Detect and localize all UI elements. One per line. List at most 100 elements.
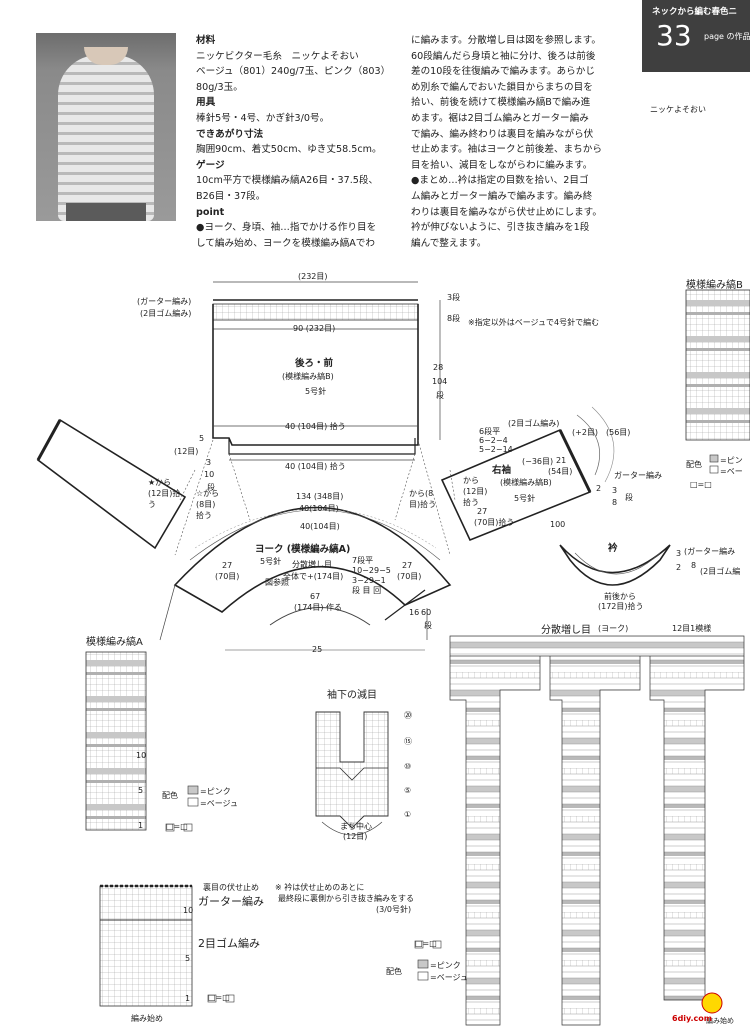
tools-line: 棒針5号・4号、かぎ針3/0号。 [196, 112, 330, 124]
body-side-3: 3 [206, 458, 212, 467]
chart-a-row-1: 1 [138, 821, 144, 830]
sleeve-count-21: 21 [556, 456, 567, 465]
collar-rows-3: 3 [676, 549, 682, 558]
sleeve-rib: (2目ゴム編み) [508, 419, 560, 428]
neckline-image [84, 47, 128, 65]
body-side-12: (12目) [174, 447, 199, 456]
chart-a-key: □=□ [166, 822, 188, 831]
yoke-side-27-right: 27 [402, 561, 413, 570]
sleeve-garter: ガーター編み [614, 471, 662, 480]
collar-outline [559, 544, 671, 586]
dist-key: □=□ [415, 939, 437, 948]
chart-b-pink: =ピン [720, 456, 743, 465]
tools-heading: 用具 [196, 97, 216, 109]
collar-pickup-2: (172目)拾う [598, 602, 644, 611]
body-rows: 104 [432, 377, 448, 386]
instruction-line: めます。裾は2目ゴム編みとガーター編み [411, 112, 589, 124]
body-width: 90 (232目) [293, 324, 336, 333]
edging-row-5: 5 [185, 954, 191, 963]
chart-b-beige: =ベー [720, 467, 743, 476]
instructions-column-2: に編みます。分散増し目は図を参照します。 60段編んだら身頃と袖に分け、後ろは前… [411, 33, 616, 251]
yoke-height-16: 16 [409, 608, 420, 617]
yarn-note: ニッケよそおい [650, 105, 706, 114]
edging-row-10: 10 [183, 906, 194, 915]
underarm-row-1: ① [404, 810, 412, 819]
instruction-line: で編み、編み終わりは裏目を編みながら伏 [411, 128, 594, 140]
sleeve-count-54: (54目) [548, 467, 573, 476]
edging-row-1: 1 [185, 994, 191, 1003]
sleeve-rows-3: 3 [612, 486, 618, 495]
materials-heading: 材料 [196, 35, 216, 46]
chart-a-beige: =ベージュ [200, 799, 238, 808]
chart-a-title: 模様編み縞A [86, 637, 143, 648]
chart-b-key: □=□ [690, 480, 712, 489]
body-garter-label: (ガーター編み) [137, 297, 192, 306]
chart-a-row-5: 5 [138, 786, 144, 795]
sleeve-count-27: 27 [477, 507, 488, 516]
edging-start: 編み始め [131, 1014, 163, 1023]
gauge-line: 10cm平方で模様編み縞A26目・37.5段、 [196, 175, 379, 187]
dist-pink: =ピンク [430, 961, 461, 970]
yoke-width-outer: 134 (348目) [296, 492, 344, 501]
yoke-width-mid: 40(104目) [299, 504, 339, 513]
body-top-count: (232目) [298, 272, 328, 281]
underarm-row-20: ⑳ [404, 711, 412, 720]
body-bottom-band [228, 438, 416, 455]
watermark: 6diy.com [672, 1014, 713, 1023]
size-heading: できあがり寸法 [196, 128, 264, 140]
underarm-title: 袖下の減目 [327, 690, 377, 701]
dist-start: 編み始め [706, 1017, 734, 1025]
yoke-bottom: 67 [310, 592, 321, 601]
dist-chart-repeat: 12目1模様 [672, 624, 712, 633]
body-rib-label: (2目ゴム編み) [140, 309, 192, 318]
collar-pickup: 前後から [604, 592, 636, 601]
point-heading: point [196, 206, 225, 218]
collar-rows-8: 8 [691, 561, 697, 570]
yoke-side-70-right: (70目) [397, 572, 422, 581]
instruction-line: 目を拾い、減目をしながらわに編みます。 [411, 159, 593, 171]
edging-chart [99, 885, 193, 1007]
point-line: して編み始め、ヨークを模様編み縞Aでわ [196, 237, 375, 249]
edging-note: ※ 衿は伏せ止めのあとに [275, 883, 365, 892]
yoke-height-60-unit: 段 [424, 621, 432, 630]
dist-chart-title: 分散増し目 [541, 625, 591, 636]
sleeve-minus36: (−36目) [522, 457, 554, 466]
edging-key: □=□ [208, 993, 230, 1002]
instruction-line: せ止めます。袖はヨークと前後差、まちから [411, 144, 602, 156]
sleeve-title: 右袖 [492, 465, 512, 476]
page-number: 33 [656, 19, 692, 52]
chart-a-row-10: 10 [136, 751, 147, 760]
instruction-line: め別糸で編んでおいた鎖目からまちの目を [411, 81, 593, 93]
collar-title: 衿 [608, 543, 618, 554]
dist-color-label: 配色 [386, 967, 402, 976]
left-sleeve-pickup-8: ☆から(8目)拾う [196, 489, 220, 520]
yoke-needle: 5号針 [260, 557, 282, 566]
body-pickup-1: 40 (104目) 拾う [285, 422, 346, 431]
sleeve-pattern: (模様編み縞B) [500, 478, 552, 487]
dist-chart-sub: (ヨーク) [598, 624, 629, 633]
yoke-height-60: 60 [421, 608, 432, 617]
yoke-title: ヨーク (模様編み縞A) [255, 544, 351, 555]
yoke-rows-table: 7段平 10−29−5 3−29−1 段 目 回 [352, 556, 391, 595]
gauge-heading: ゲージ [196, 159, 225, 171]
body-length: 28 [433, 363, 444, 372]
sleeve-needle: 5号針 [514, 494, 536, 503]
body-rows-3: 3段 [447, 293, 461, 302]
color-note: ※指定以外はベージュで4号針で編む [468, 318, 600, 327]
instruction-line: わりは裏目を編みながら伏せ止めにします。 [411, 206, 602, 218]
page-header: ネックから編む春色ニ 33 page の作品 [642, 0, 750, 72]
edging-note-3: (3/0号針) [376, 905, 412, 914]
body-pattern: (模様編み縞B) [282, 372, 334, 381]
body-needle: 5号針 [305, 387, 327, 396]
materials-line: ニッケビクター毛糸 ニッケよそおい [196, 50, 359, 62]
instruction-line: ●まとめ…衿は指定の目数を拾い、2目ゴ [411, 175, 589, 187]
header-title: ネックから編む春色ニ [652, 7, 738, 17]
sleeve-rows-8: 8 [612, 498, 618, 507]
sleeve-count-56: (56目) [606, 428, 631, 437]
page-label: page の作品 [704, 32, 750, 41]
body-side-5: 5 [199, 434, 205, 443]
point-line: ●ヨーク、身頃、袖…指でかける作り目を [196, 222, 377, 234]
yoke-bottom-2: (174目) 作る [294, 603, 343, 612]
underarm-row-10: ⑩ [404, 762, 412, 771]
